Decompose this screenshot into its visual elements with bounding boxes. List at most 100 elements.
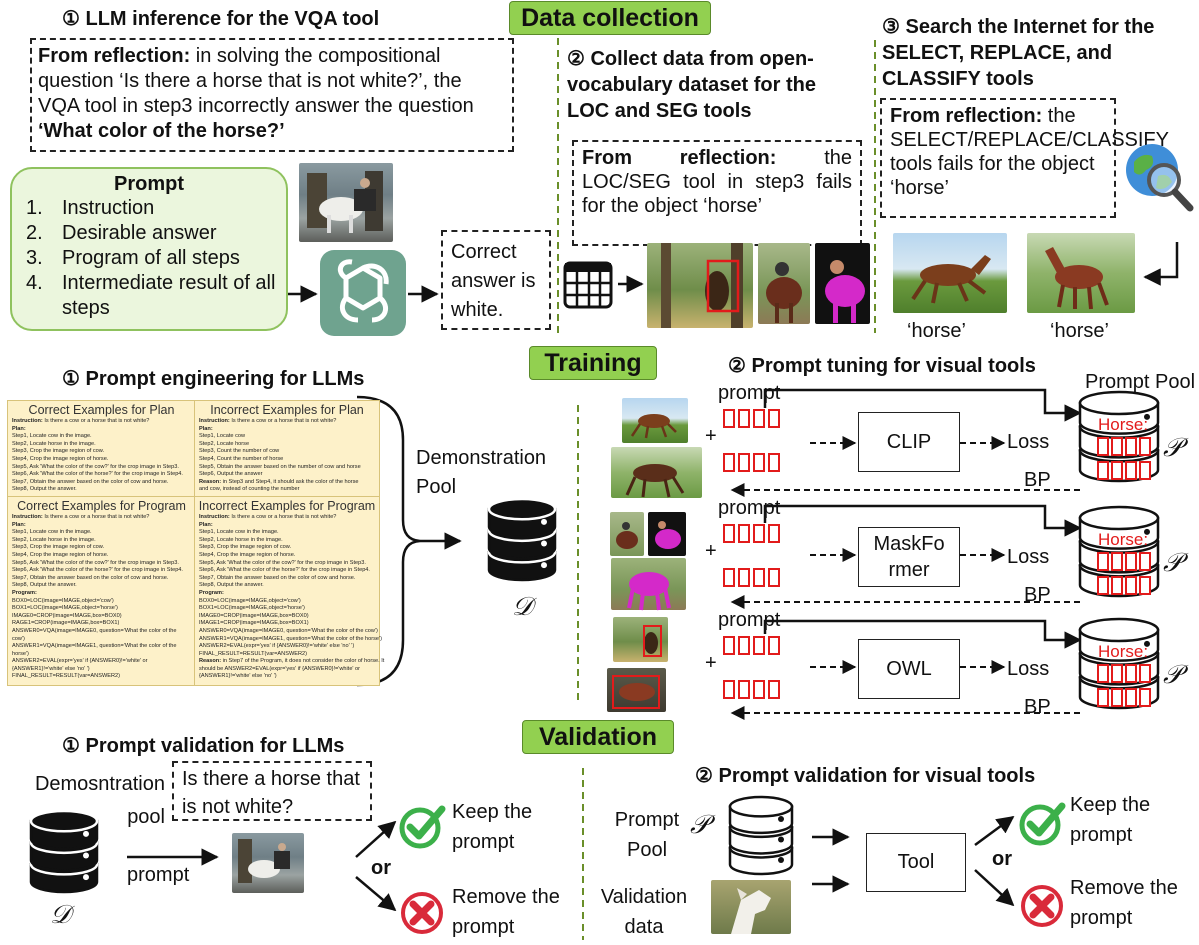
prompt-token — [1139, 461, 1151, 480]
prompt-token-row — [723, 453, 780, 472]
example-line: Plan: — [12, 521, 26, 528]
pool-horse-label: Horse: — [1098, 530, 1149, 549]
prompt-token — [768, 636, 780, 655]
example-line: ANSWER0=VQA(image=IMAGE0, question='What… — [12, 627, 177, 634]
train-photo-2b — [648, 512, 686, 556]
panel-body: Instruction: Is there a cow or a horse t… — [195, 514, 384, 681]
pool-token-row — [1097, 688, 1151, 707]
plus-sign: + — [705, 540, 717, 562]
example-line: Step5, Ask 'What the color of the cow?' … — [12, 559, 179, 566]
database-icon — [28, 808, 100, 905]
prompt-token — [723, 453, 735, 472]
prompt-token — [753, 409, 765, 428]
loss-label: Loss — [1007, 431, 1050, 453]
horse-label-2: ‘horse’ — [1050, 320, 1109, 342]
train-photo-3b — [607, 668, 666, 712]
prompt-token — [1139, 576, 1151, 595]
plus-sign: + — [705, 652, 717, 674]
example-line: FINAL_RESULT=RESULT(var=ANSWER2) — [199, 650, 307, 657]
prompt-token — [753, 680, 765, 699]
prompt-token — [1139, 688, 1151, 707]
reflection-text: the LOC/SEG tool in step3 fails for the … — [582, 147, 852, 217]
internet-horse-photo-1 — [893, 233, 1007, 313]
panel-incorrect-program: Incorrect Examples for Program Instructi… — [194, 496, 384, 686]
carriage-photo — [299, 163, 393, 242]
val-step1-title: ① Prompt validation for LLMs — [62, 735, 345, 757]
example-line: Step4, Crop the image region of horse. — [199, 551, 296, 558]
loss-label: Loss — [1007, 546, 1050, 568]
prompt-token — [753, 636, 765, 655]
prompt-token — [723, 568, 735, 587]
tool-box-clip: CLIP — [858, 412, 960, 472]
prompt-token — [1139, 664, 1151, 683]
example-line: Step6, Ask 'What the color of the horse?… — [199, 567, 370, 574]
chatgpt-logo-icon — [320, 250, 406, 336]
panel-correct-program: Correct Examples for Program Instruction… — [7, 496, 196, 686]
prompt-token — [723, 409, 735, 428]
loss-label: Loss — [1007, 658, 1050, 680]
example-line: Plan: — [199, 521, 213, 528]
section-tag-data-collection: Data collection — [509, 1, 711, 35]
arrow — [974, 815, 1015, 847]
prompt-list-text: Instruction — [62, 197, 155, 219]
prompt-list-number: 1. — [26, 197, 43, 219]
example-line: Step5, Ask 'What the color of the cow?' … — [12, 463, 179, 470]
panel-body: Instruction: Is there a cow or a horse t… — [195, 418, 379, 494]
example-line: Step8, Output the answer. — [12, 582, 77, 589]
pool-token-row — [1097, 576, 1151, 595]
bp-label: BP — [1024, 469, 1051, 491]
example-line: ANSWER2=EVAL(expr='yes' if {ANSWER0}!='w… — [199, 643, 355, 650]
prompt-label: prompt — [718, 382, 781, 404]
dc-step2-reflection-box: From reflection: the LOC/SEG tool in ste… — [572, 140, 862, 246]
tr-step2-title: ② Prompt tuning for visual tools — [728, 355, 1036, 377]
example-line: Step5, Ask 'What the color of the cow?' … — [199, 559, 366, 566]
example-line: ANSWER2=EVAL(expr='yes' if {ANSWER0}!='w… — [12, 658, 148, 665]
prompt-list-number: 4. — [26, 272, 43, 294]
plus-sign: + — [705, 425, 717, 447]
horse-label-1: ‘horse’ — [907, 320, 966, 342]
reflection-label: From reflection: — [582, 147, 777, 169]
pool-token-row — [1097, 552, 1151, 571]
example-line: Program: — [12, 589, 37, 596]
calP-symbol: 𝒫 — [690, 810, 709, 840]
example-line: Step8, Output the answer. — [12, 486, 77, 493]
prompt-token — [1139, 552, 1151, 571]
prompt-token — [1111, 576, 1123, 595]
arrow — [763, 504, 1082, 537]
dc-step3-title: ③ Search the Internet for the SELECT, RE… — [882, 16, 1155, 90]
val-carriage-photo — [232, 833, 304, 893]
panel-title: Incorrect Examples for Program — [198, 499, 376, 513]
prompt-token — [738, 680, 750, 699]
example-line: Step4, Crop the image region of horse. — [12, 455, 109, 462]
example-line: BOX1=LOC(image=IMAGE,object='horse') — [199, 605, 305, 612]
prompt-token — [738, 453, 750, 472]
remove-prompt-label: Remove the prompt — [1070, 877, 1178, 929]
prompt-token — [1125, 664, 1137, 683]
train-photo-2a — [610, 512, 644, 556]
dataset-photo-loc — [647, 243, 753, 328]
prompt-token — [723, 524, 735, 543]
validation-photo — [711, 880, 791, 934]
example-line: RAGE1=CROP(image=IMAGE,box=BOX1) — [12, 620, 120, 627]
example-line: BOX0=LOC(image=IMAGE,object='cow') — [12, 597, 114, 604]
pool-horse-label: Horse: — [1098, 415, 1149, 434]
example-line: BOX0=LOC(image=IMAGE,object='cow') — [199, 597, 301, 604]
example-line: Step1, Locate cow in the image. — [12, 433, 92, 440]
prompt-list-text: Intermediate result of all steps — [62, 272, 276, 319]
pool-horse-label: Horse: — [1098, 642, 1149, 661]
example-line: Reason: in Step3 and Step4, it should as… — [199, 478, 359, 485]
panel-body: Instruction: Is there a cow or a horse t… — [8, 418, 195, 494]
example-line: Step3, Crop the image region of cow. — [199, 544, 292, 551]
prompt-label: prompt — [718, 497, 781, 519]
example-line: Step2, Locate horse in the image. — [199, 536, 283, 543]
prompt-token — [738, 568, 750, 587]
internet-horse-photo-2 — [1027, 233, 1135, 313]
prompt-list-number: 2. — [26, 222, 43, 244]
example-line: IMAGE0=CROP(image=IMAGE,box=BOX0) — [199, 612, 309, 619]
example-line: Instruction: Is there a cow or a horse t… — [199, 418, 337, 424]
example-line: horse') — [12, 650, 29, 657]
prompt-token — [1097, 552, 1109, 571]
example-line: Step3, Crop the image region of cow. — [12, 544, 105, 551]
